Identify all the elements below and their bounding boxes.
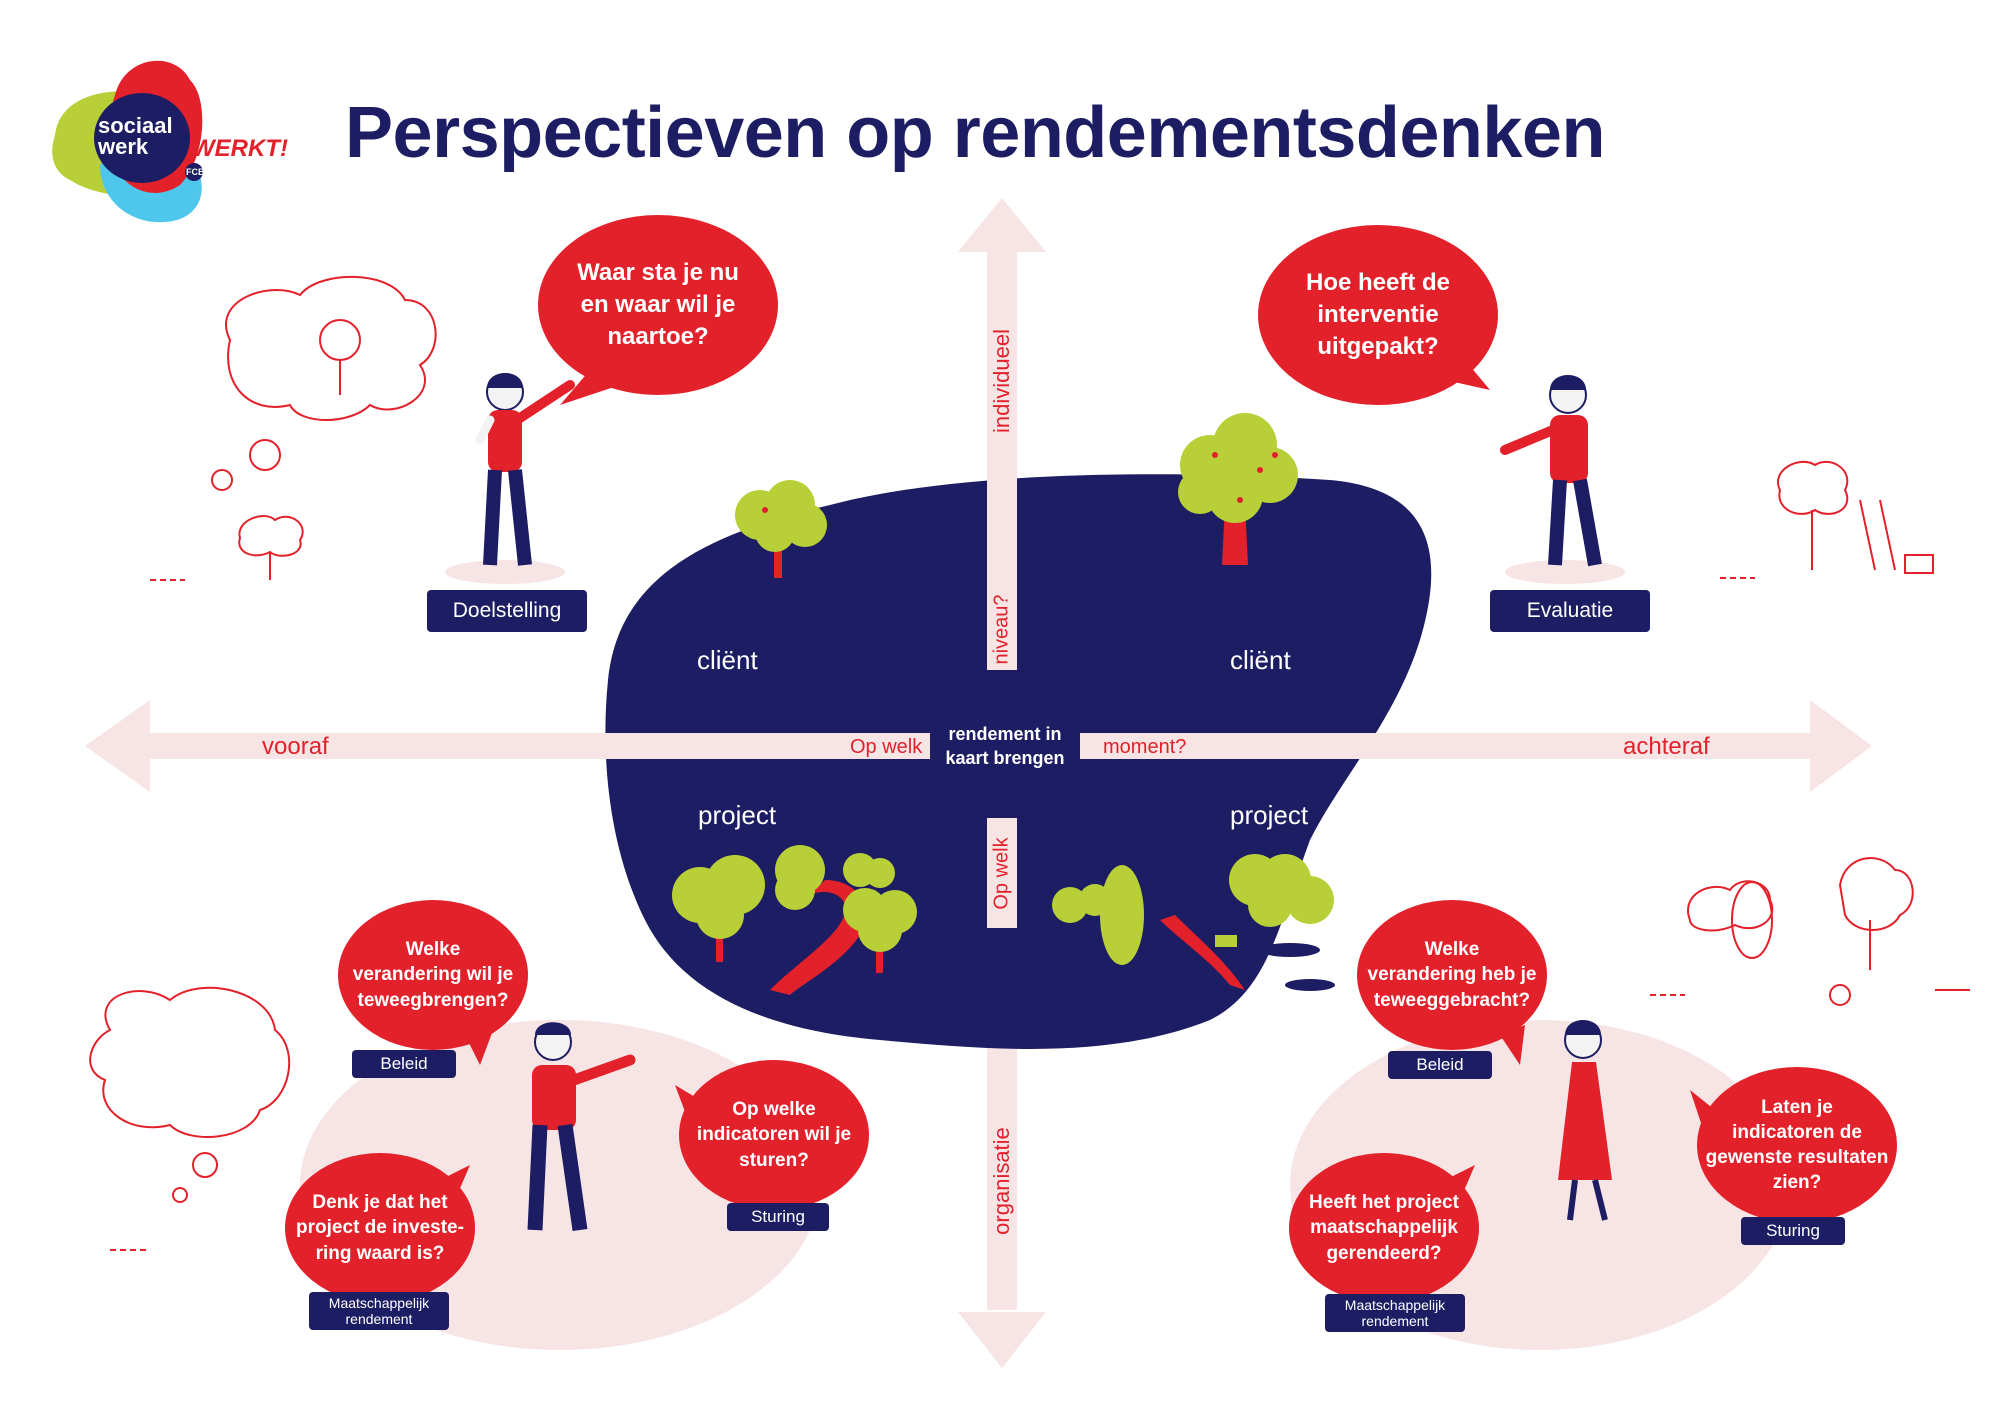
bubble-text-br-sturing: Laten je indicatoren de gewenste resulta… [1705,1096,1889,1194]
speech-bubble-bl-maatschappelijk [285,1153,475,1303]
tree-icon [735,480,827,588]
person-icon [1558,1020,1612,1221]
person-icon [527,1022,636,1232]
label-br-maatschappelijk: Maatschappelijk rendement [1325,1294,1465,1332]
bubble-text-br-maatschappelijk: Heeft het project maatschappelijk gerend… [1309,1192,1459,1264]
line-art-top-right [1720,460,1934,579]
speech-bubble-top-left [538,215,778,405]
label-br-sturing: Sturing [1741,1217,1845,1245]
axis-label-achteraf: achteraf [1623,733,1710,760]
quadrant-top-right: cliënt [1230,645,1291,675]
speech-bubble-bl-beleid [338,900,528,1065]
speech-bubble-top-right [1258,225,1498,405]
quadrant-bottom-left: project [698,800,777,830]
speech-bubble-bl-sturing [675,1060,869,1210]
speech-bubble-br-maatschappelijk [1289,1153,1479,1303]
bubble-text-br-beleid: Welke verandering heb je teweeggebracht? [1367,939,1537,1011]
logo-tagline: WERKT! [192,135,288,162]
bubble-text-top-left: Waar sta je nu en waar wil je naartoe? [577,259,739,350]
logo-line2: werk [98,133,149,159]
speech-bubble-br-sturing [1690,1067,1897,1223]
label-bl-maatschappelijk: Maatschappelijk rendement [309,1292,449,1330]
thought-cloud-icon [150,275,437,581]
line-art-bottom-right [1650,857,1970,1006]
logo-badge: FCB [186,167,205,177]
arrow-left-icon [85,700,150,792]
label-bl-beleid: Beleid [352,1050,456,1078]
axis-label-organisatie: organisatie [989,1127,1014,1235]
bubble-text-top-right: Hoe heeft de interventie uitgepakt? [1305,269,1451,360]
logo-line1: sociaal [98,113,173,138]
thought-cloud-bl [89,986,291,1251]
logo-text: sociaal werk [98,113,173,159]
bubble-text-bl-beleid: Welke verandering wil je teweegbrengen? [352,939,514,1011]
axis-label-vooraf: vooraf [262,733,329,760]
axis-question-top: niveau? [990,594,1013,665]
tree-icon [1178,413,1298,575]
person-icon [1500,375,1602,567]
axis-label-individueel: individueel [989,329,1014,433]
bubble-text-bl-sturing: Op welke indicatoren wil je sturen? [696,1099,852,1171]
axis-question-bottom: Op welk [990,837,1013,910]
bubble-text-bl-maatschappelijk: Denk je dat het project de investe- ring… [296,1192,464,1264]
axis-question-right: moment? [1103,736,1187,758]
label-doelstelling: Doelstelling [427,590,587,632]
label-bl-sturing: Sturing [727,1203,829,1231]
quadrant-bottom-right: project [1230,800,1309,830]
quadrant-top-left: cliënt [697,645,758,675]
park-scene-right [1052,854,1335,991]
speech-bubble-br-beleid [1357,900,1547,1065]
arrow-down-icon [958,1312,1046,1368]
axis-question-left: Op welk [850,736,923,758]
center-label: rendement in kaart brengen [945,724,1065,769]
arrow-up-icon [958,198,1046,252]
park-scene-left [672,845,917,995]
label-br-beleid: Beleid [1388,1051,1492,1079]
person-icon [475,373,575,566]
logo-mark [52,60,203,223]
label-evaluatie: Evaluatie [1490,590,1650,632]
page-title: Perspectieven op rendementsdenken [345,93,1605,173]
